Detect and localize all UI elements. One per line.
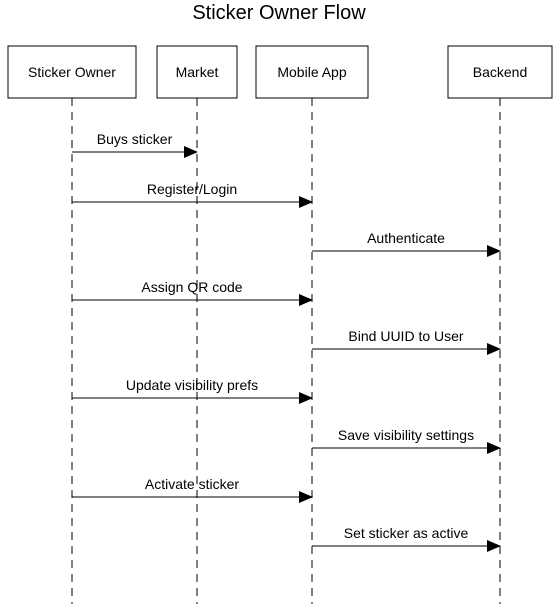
participant-owner: Sticker Owner (7, 45, 137, 99)
participant-box (255, 45, 369, 99)
message-label: Bind UUID to User (348, 328, 463, 344)
message-label: Save visibility settings (338, 427, 474, 443)
participant-backend: Backend (447, 45, 553, 99)
message: Register/Login (72, 181, 313, 208)
message-label: Authenticate (367, 230, 445, 246)
message: Activate sticker (72, 476, 313, 503)
participant-label: Mobile App (277, 64, 346, 80)
participant-box (447, 45, 553, 99)
message-label: Set sticker as active (344, 525, 469, 541)
message-label: Update visibility prefs (126, 377, 258, 393)
message: Buys sticker (72, 131, 198, 158)
diagram-title: Sticker Owner Flow (192, 2, 366, 24)
message: Bind UUID to User (312, 328, 501, 355)
participants: Sticker Owner Market Mobile App Backend (7, 45, 553, 99)
participant-app: Mobile App (255, 45, 369, 99)
message: Assign QR code (72, 279, 313, 306)
participant-market: Market (156, 45, 238, 99)
message: Save visibility settings (312, 427, 501, 454)
message: Set sticker as active (312, 525, 501, 552)
messages: Buys stickerRegister/LoginAuthenticateAs… (72, 131, 501, 552)
message-label: Register/Login (147, 181, 237, 197)
participant-label: Sticker Owner (28, 64, 116, 80)
message-label: Assign QR code (141, 279, 242, 295)
participant-box (156, 45, 238, 99)
participant-box (7, 45, 137, 99)
message-label: Buys sticker (97, 131, 173, 147)
message-label: Activate sticker (145, 476, 239, 492)
participant-label: Market (176, 64, 219, 80)
message: Update visibility prefs (72, 377, 313, 404)
participant-label: Backend (473, 64, 527, 80)
message: Authenticate (312, 230, 501, 257)
